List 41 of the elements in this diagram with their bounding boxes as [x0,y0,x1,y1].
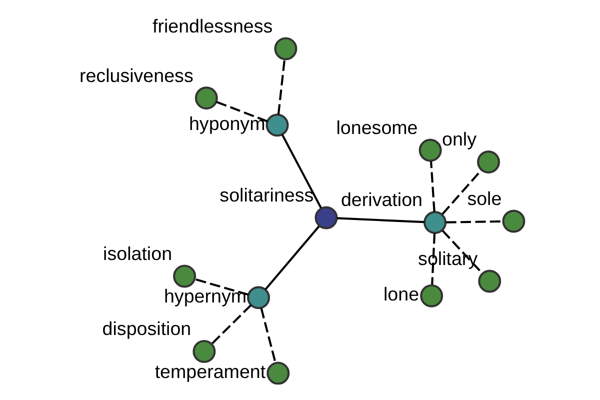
node-label: lone [383,282,419,304]
node-circle [420,284,443,307]
connector [430,232,436,284]
node-label: reclusiveness [78,64,193,86]
node-label: lonesome [336,116,418,138]
node-circle [172,264,196,288]
node-label: solitariness [219,184,314,205]
node-label: isolation [102,242,172,264]
node-label: disposition [102,318,191,339]
connector [276,59,286,114]
node-label: only [442,128,476,150]
node-circle [314,206,338,229]
node-circle [418,138,442,162]
node-circle [476,150,500,173]
node-label: hypernym [163,284,246,306]
node-circle [194,86,218,110]
connector [430,160,435,212]
connector [216,100,268,122]
node-circle [502,209,525,232]
node-label: derivation [340,188,422,210]
node-label: hyponym [188,112,265,134]
node-circle [246,286,270,309]
connector [445,220,502,223]
connector [336,216,424,223]
node-circle [274,36,297,60]
node-label: solitary [418,247,478,268]
node-label: sole [466,187,502,208]
connector [194,278,248,296]
node-circle [423,210,446,234]
node-circle [192,339,216,362]
node-label: temperament [154,360,266,382]
node-circle [265,113,288,136]
node-circle [266,361,290,384]
connector [260,307,276,362]
connector [441,229,483,274]
node-circle [478,269,501,292]
connector [210,304,252,344]
node-label: friendlessness [152,14,272,36]
connector [264,225,320,290]
connector [280,134,322,208]
connector [441,168,482,214]
